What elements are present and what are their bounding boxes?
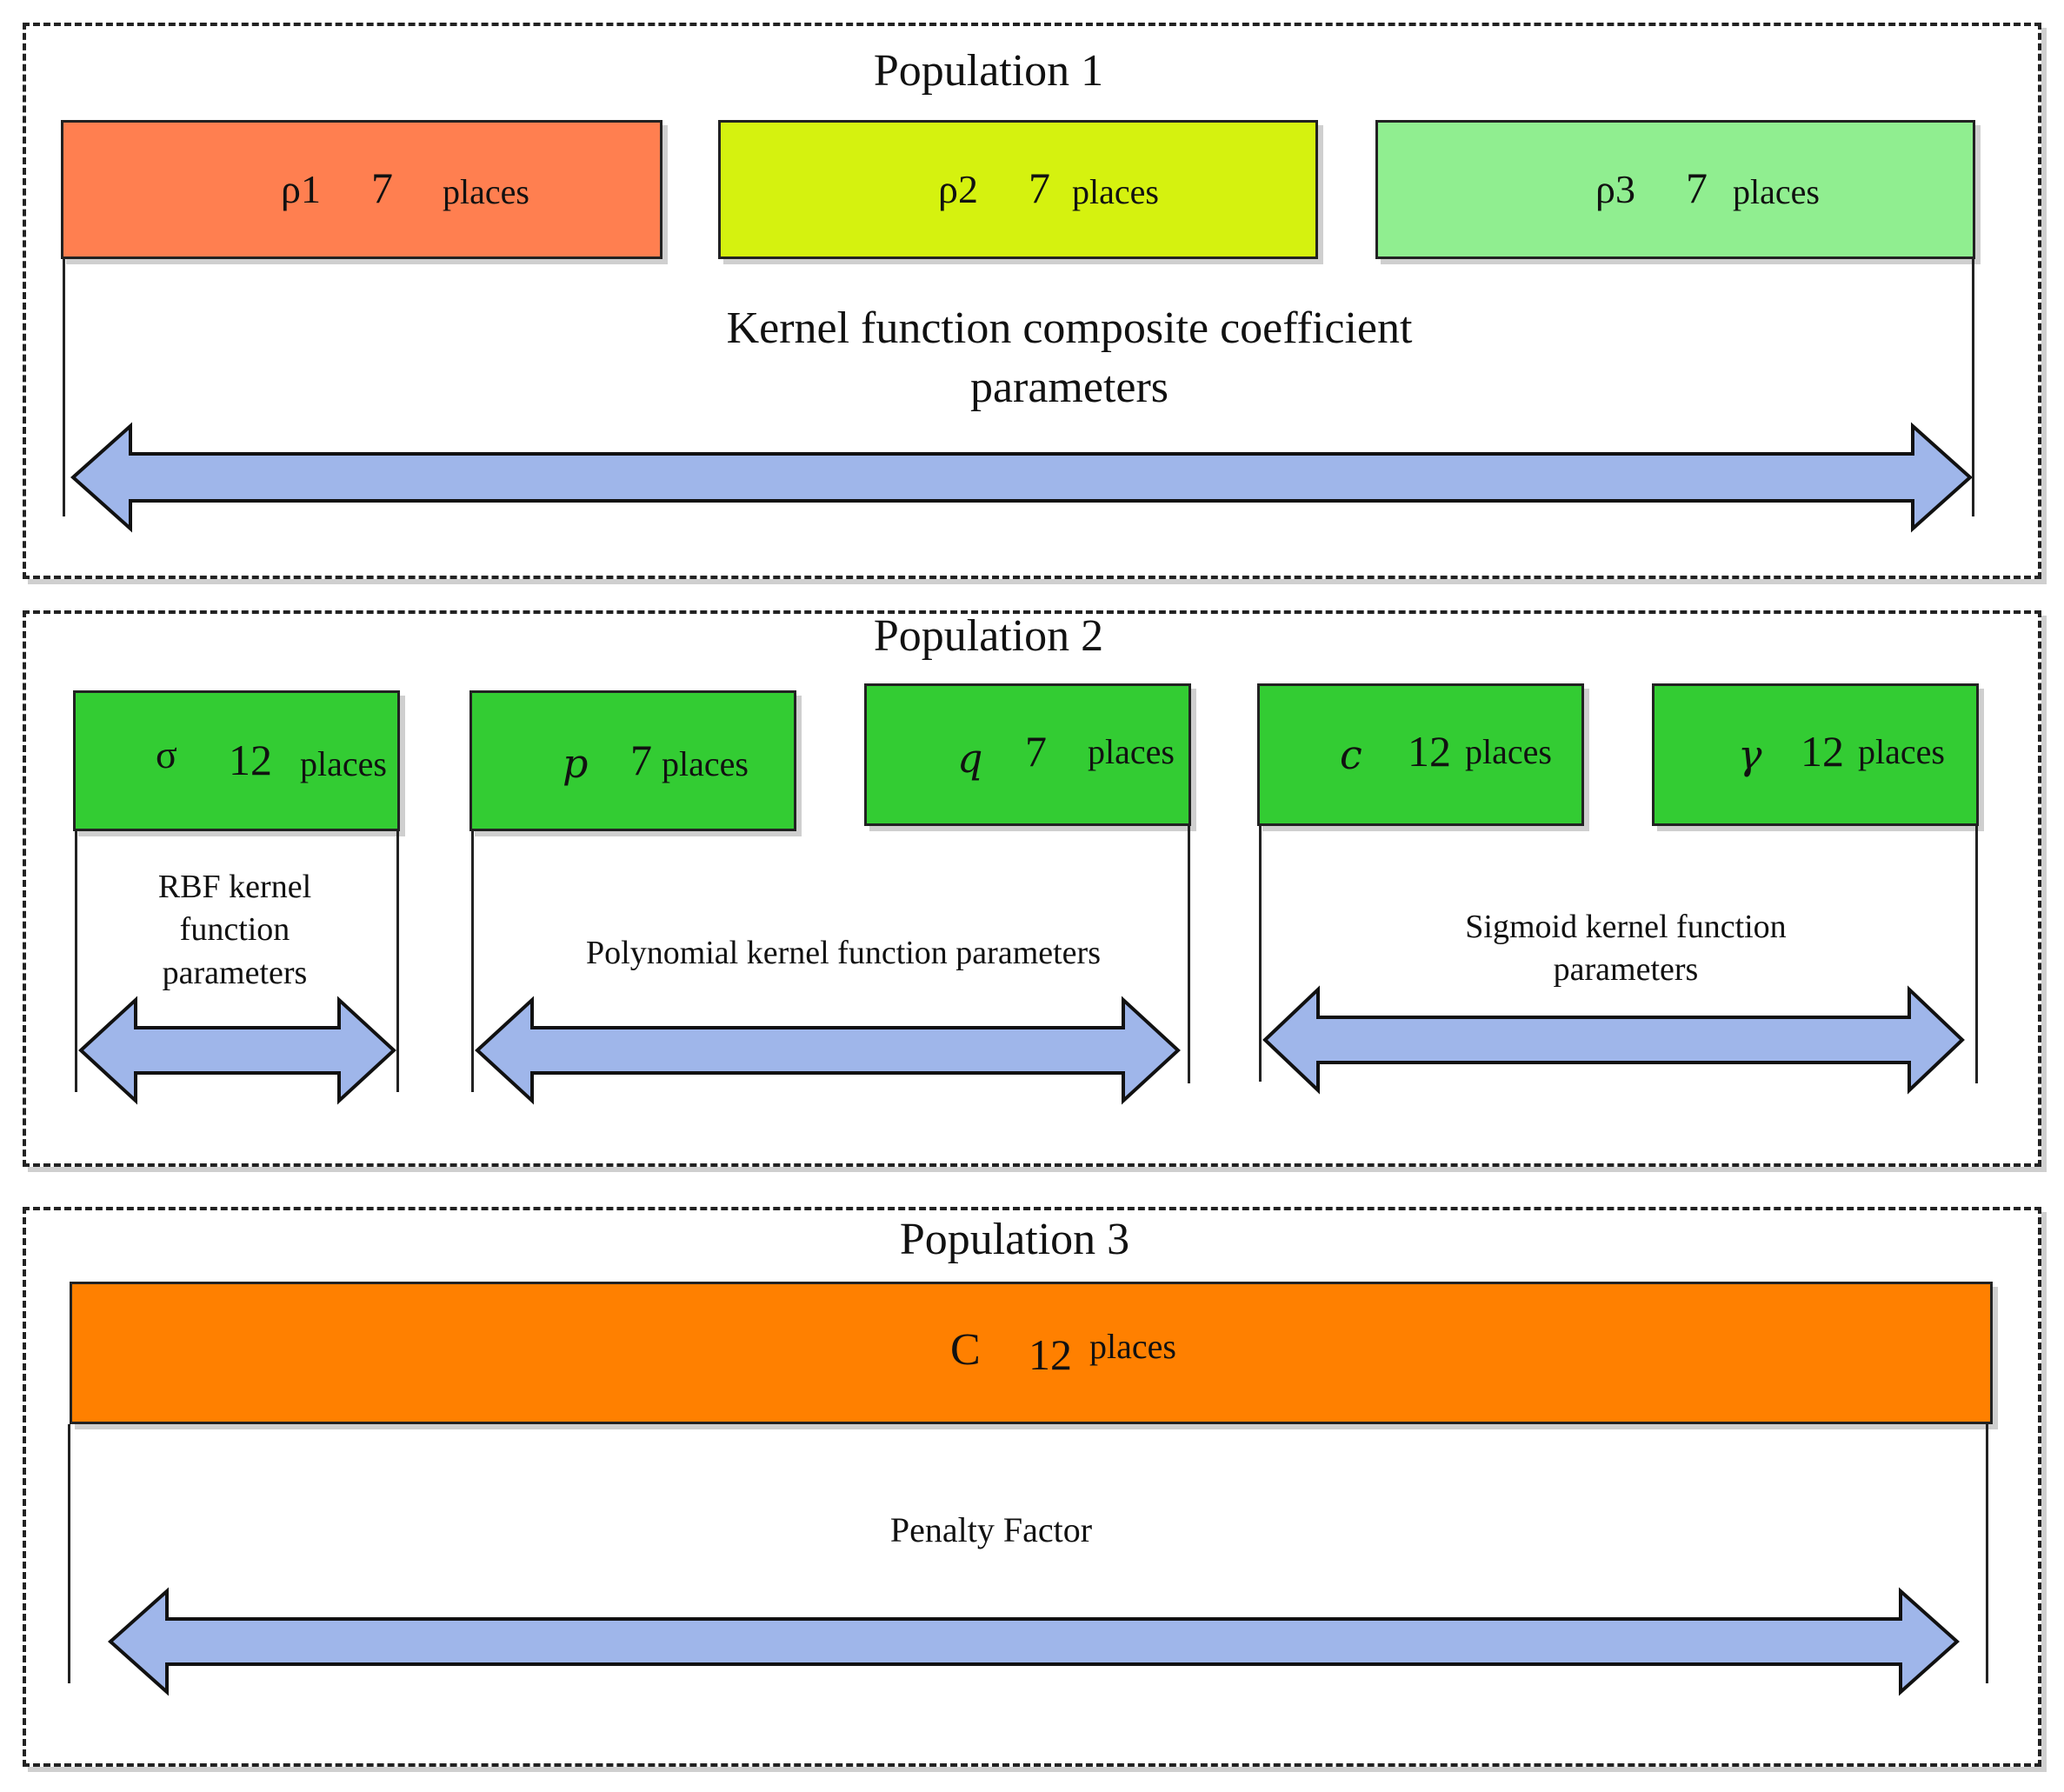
gene-rho3-symbol: ρ3 (1595, 167, 1635, 211)
pop1-double-arrow (70, 422, 1974, 533)
gene-C-symbol: C (950, 1325, 981, 1375)
gene-C-count: 12 (1029, 1330, 1072, 1379)
sigmoid-label-line2: parameters (1553, 951, 1699, 989)
population-2-panel: Population 2 (23, 610, 2041, 1167)
pop1-label: Kernel function composite coefficient pa… (609, 299, 1530, 416)
gene-sigma: σ 12 places (73, 690, 400, 831)
pop3-right-bracket (1986, 1424, 1988, 1683)
population-3-panel: Population 3 (23, 1207, 2041, 1767)
sigmoid-right-bracket (1975, 826, 1978, 1083)
population-2-title: Population 2 (873, 611, 1104, 661)
pop3-left-bracket (68, 1424, 70, 1683)
sigmoid-label-line1: Sigmoid kernel function (1465, 909, 1787, 945)
gene-sigma-unit: places (300, 744, 387, 783)
gene-rho2-count: 7 (1029, 163, 1050, 212)
gene-rho2-symbol: ρ2 (938, 167, 978, 211)
gene-rho3-unit: places (1733, 172, 1820, 211)
rbf-label-line3: parameters (162, 954, 308, 991)
pop1-label-line2: parameters (969, 362, 1169, 412)
gene-sigma-symbol: σ (156, 732, 177, 776)
gene-c-count: 12 (1408, 727, 1451, 776)
population-1-title: Population 1 (873, 46, 1104, 96)
gene-C-unit: places (1089, 1327, 1176, 1366)
population-1-panel: Population 1 (23, 23, 2041, 579)
population-3-title: Population 3 (899, 1215, 1130, 1264)
gene-rho2: ρ2 7 places (718, 120, 1318, 259)
poly-left-bracket (471, 831, 474, 1092)
gene-p-count: 7 (630, 736, 652, 784)
gene-gamma-symbol: γ (1738, 731, 1762, 778)
gene-q-unit: places (1088, 732, 1175, 771)
gene-c-unit: places (1465, 732, 1552, 771)
poly-label: Polynomial kernel function parameters (586, 935, 1101, 971)
sigmoid-left-bracket (1259, 826, 1262, 1082)
gene-rho3-count: 7 (1686, 163, 1708, 212)
gene-q-symbol: q (957, 735, 983, 782)
gene-c: c 12 places (1257, 683, 1584, 826)
rbf-double-arrow (78, 996, 396, 1105)
gene-q-count: 7 (1025, 727, 1047, 776)
rbf-left-bracket (75, 831, 77, 1092)
gene-C-penalty: C 12 places (70, 1282, 1993, 1424)
rbf-right-bracket (396, 831, 399, 1092)
gene-gamma-unit: places (1858, 732, 1945, 771)
pop1-left-bracket (63, 259, 65, 516)
pop1-right-bracket (1972, 259, 1974, 516)
pop1-label-line1: Kernel function composite coefficient (726, 303, 1413, 353)
sigmoid-double-arrow (1262, 985, 1965, 1095)
gene-rho1: ρ1 7 places (61, 120, 662, 259)
gene-c-symbol: c (1340, 731, 1362, 778)
gene-sigma-count: 12 (229, 736, 272, 784)
gene-rho1-symbol: ρ1 (281, 167, 321, 211)
gene-p: p 7 places (469, 690, 796, 831)
gene-rho2-unit: places (1072, 172, 1159, 211)
gene-q: q 7 places (864, 683, 1191, 826)
pop3-double-arrow (107, 1587, 1961, 1696)
rbf-label: RBF kernel function parameters (78, 866, 391, 995)
gene-rho1-unit: places (443, 172, 529, 211)
gene-gamma-count: 12 (1801, 727, 1844, 776)
penalty-label: Penalty Factor (889, 1510, 1093, 1549)
gene-gamma: γ 12 places (1652, 683, 1979, 826)
poly-right-bracket (1188, 826, 1190, 1083)
sigmoid-label: Sigmoid kernel function parameters (1322, 906, 1930, 992)
poly-double-arrow (475, 996, 1181, 1105)
gene-p-symbol: p (563, 740, 589, 787)
rbf-label-line1: RBF kernel (157, 869, 312, 905)
gene-rho3: ρ3 7 places (1375, 120, 1975, 259)
gene-p-unit: places (662, 744, 749, 783)
rbf-label-line2: function (179, 911, 290, 949)
gene-rho1-count: 7 (371, 163, 393, 212)
